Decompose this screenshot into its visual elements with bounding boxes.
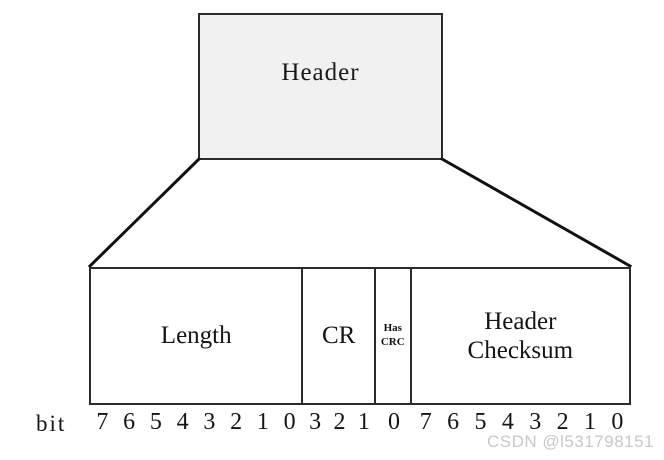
- bit-axis-prefix-label: bit: [36, 411, 67, 436]
- header-block-label: Header: [281, 58, 360, 86]
- bit-number: 1: [256, 409, 269, 435]
- bit-number: 3: [309, 409, 322, 435]
- bit-number: 7: [419, 409, 432, 435]
- bit-number: 4: [176, 409, 189, 435]
- header-block: Header: [198, 13, 443, 160]
- bit-number: 4: [501, 409, 514, 435]
- field-label-cr: CR: [321, 322, 356, 350]
- bit-number: 6: [123, 409, 136, 435]
- field-cell-length: Length: [91, 269, 304, 403]
- bit-number: 2: [333, 409, 346, 435]
- field-cell-cr: CR: [303, 269, 376, 403]
- bit-number: 5: [474, 409, 487, 435]
- bit-number: 3: [529, 409, 542, 435]
- bit-number: 0: [388, 409, 400, 435]
- bit-number: 1: [357, 409, 370, 435]
- bit-number: 0: [283, 409, 296, 435]
- bit-number: 2: [230, 409, 243, 435]
- csdn-watermark: CSDN @l531798151: [487, 432, 655, 451]
- bit-number: 5: [149, 409, 162, 435]
- bit-number: 2: [556, 409, 569, 435]
- bit-number: 7: [96, 409, 109, 435]
- bit-number: 3: [203, 409, 216, 435]
- connector-line-right: [439, 156, 633, 269]
- bit-number: 1: [583, 409, 596, 435]
- field-label-length: Length: [160, 322, 232, 350]
- bit-group-has-crc: 0: [376, 405, 412, 445]
- bit-number: 6: [447, 409, 460, 435]
- bit-number: 0: [611, 409, 624, 435]
- connector-line-left: [87, 156, 202, 269]
